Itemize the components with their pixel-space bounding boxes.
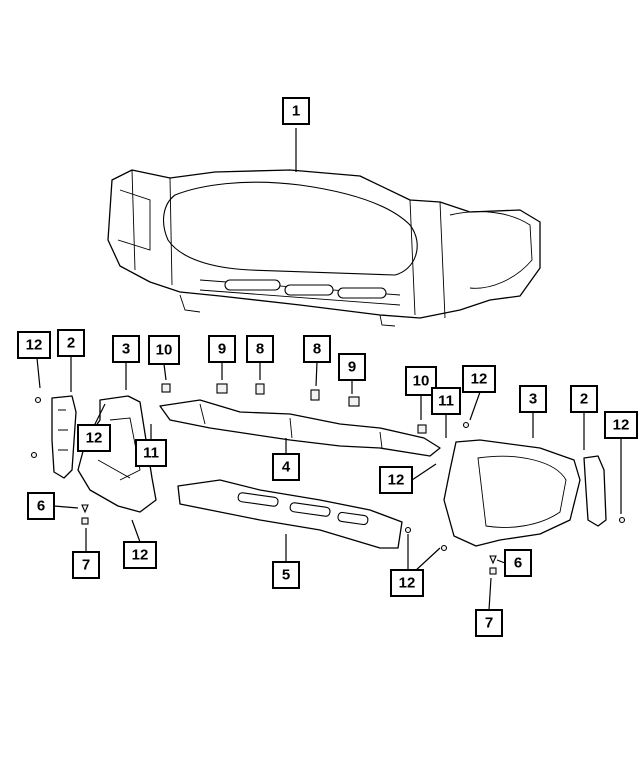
callout-8-right: 8 [303,335,331,363]
callout-12-c: 12 [123,541,157,569]
callout-4: 4 [272,453,300,481]
svg-text:11: 11 [438,393,454,410]
svg-text:9: 9 [348,359,356,376]
svg-text:2: 2 [67,335,75,352]
radiator-support-assembly [107,169,541,327]
lower-crossmember [177,479,403,549]
svg-text:12: 12 [399,575,416,592]
svg-text:6: 6 [514,555,522,572]
callout-3-left: 3 [112,335,140,363]
callout-6-right: 6 [504,549,532,577]
leader-lines [36,128,622,611]
bracket-left [51,395,77,479]
svg-text:8: 8 [313,341,321,358]
fasteners [30,383,626,575]
svg-text:10: 10 [156,342,173,359]
callout-12-g: 12 [390,569,424,597]
svg-text:2: 2 [580,391,588,408]
callout-9-left: 9 [208,335,236,363]
svg-text:7: 7 [82,557,90,574]
svg-text:4: 4 [282,459,291,476]
callout-5: 5 [272,561,300,589]
callout-1-label: 1 [292,103,300,120]
callout-10-left: 10 [148,335,180,365]
callout-6-left: 6 [27,492,55,520]
callout-12-d: 12 [462,365,496,393]
svg-text:12: 12 [471,371,488,388]
callout-2-right: 2 [570,385,598,413]
svg-text:11: 11 [143,445,159,462]
callout-2-left: 2 [57,329,85,357]
callout-12-b: 12 [77,424,111,452]
callout-1: 1 [282,97,310,125]
callout-12-f: 12 [379,466,413,494]
callout-3-right: 3 [519,385,547,413]
callout-11-left: 11 [135,439,167,467]
svg-text:5: 5 [282,567,290,584]
svg-text:12: 12 [388,472,405,489]
callout-12-e: 12 [604,411,638,439]
svg-text:7: 7 [485,615,493,632]
bracket-right [583,455,607,527]
svg-text:12: 12 [86,430,103,447]
svg-text:3: 3 [529,391,537,408]
svg-text:8: 8 [256,341,264,358]
upper-crossmember [159,399,441,457]
callout-12-a: 12 [17,331,51,359]
svg-text:12: 12 [26,337,43,354]
svg-text:6: 6 [37,498,45,515]
svg-text:12: 12 [132,547,149,564]
callout-11-right: 11 [431,387,461,415]
svg-text:3: 3 [122,341,130,358]
callout-8-left: 8 [246,335,274,363]
callout-7-left: 7 [72,551,100,579]
callout-7-right: 7 [475,609,503,637]
front-end-support-right [443,439,581,547]
svg-text:12: 12 [613,417,630,434]
svg-text:10: 10 [413,373,430,390]
callout-9-right: 9 [338,353,366,381]
svg-text:9: 9 [218,341,226,358]
